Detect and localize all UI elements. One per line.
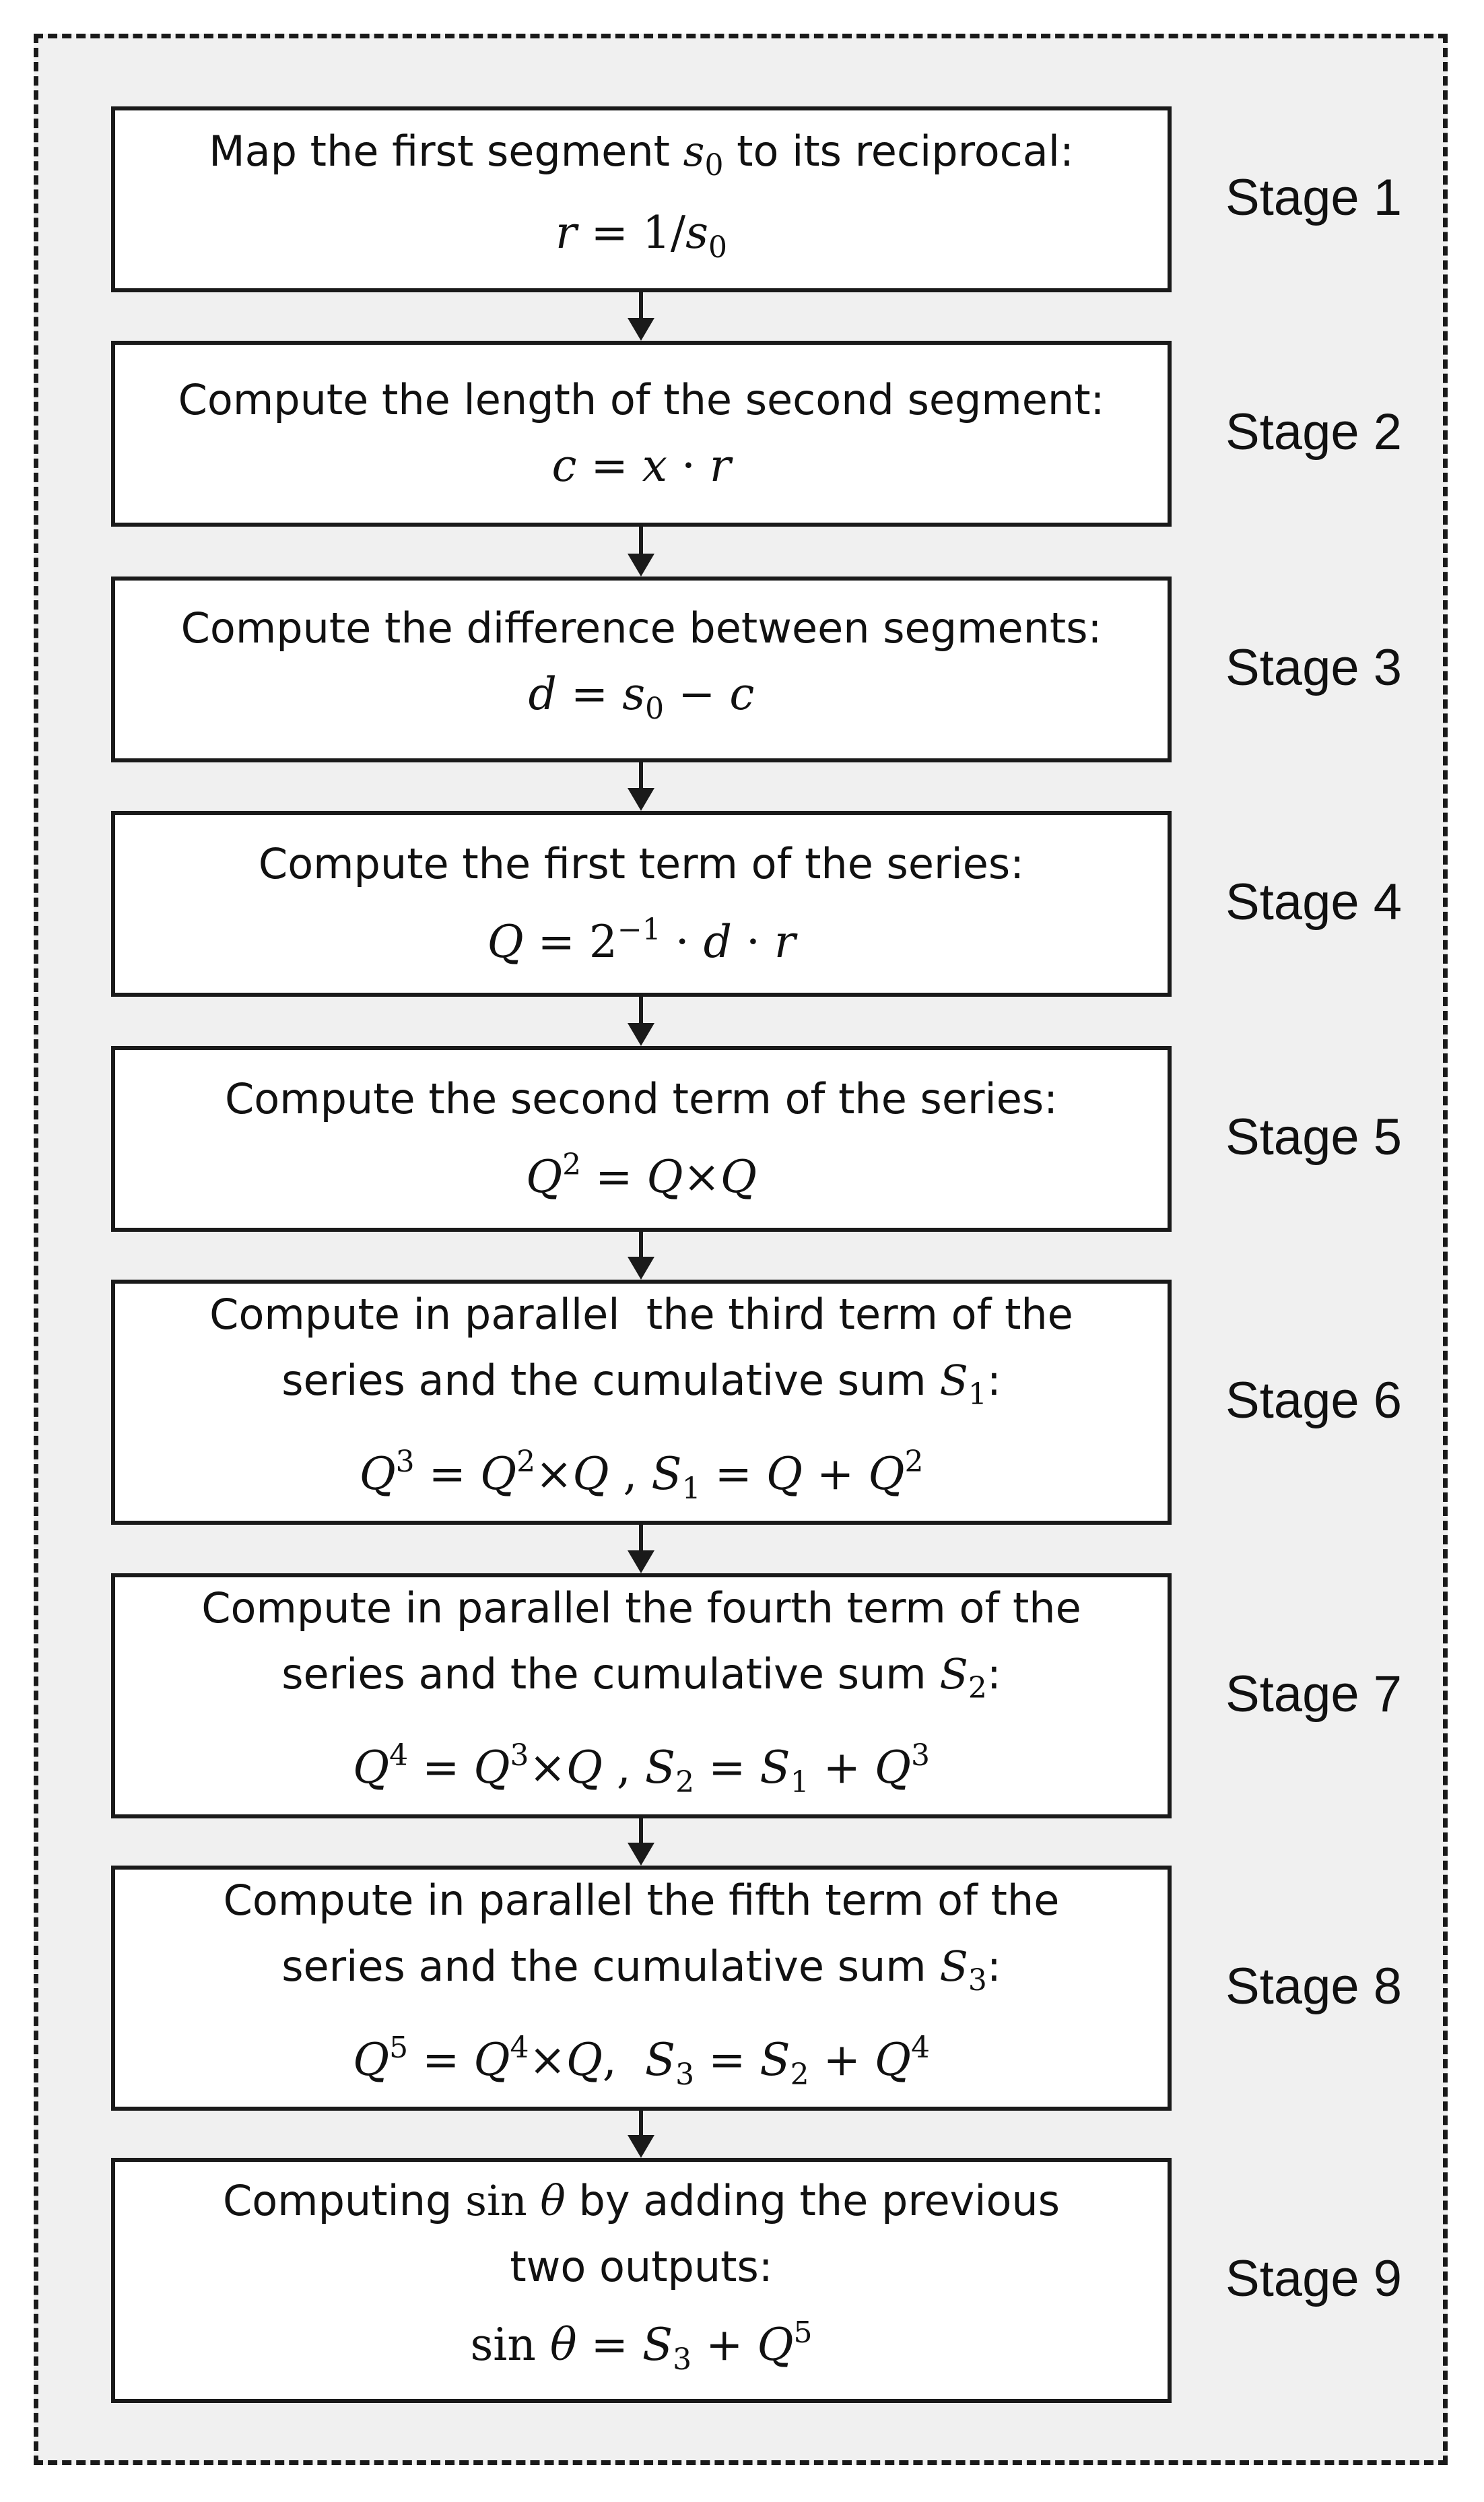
arrow-7-to-8 — [624, 1818, 658, 1866]
stage-2-formula: c = x · r — [551, 440, 731, 492]
arrow-1-to-2 — [624, 292, 658, 341]
stage-6-box: Compute in parallel the third term of th… — [111, 1280, 1172, 1525]
stage-6-description: Compute in parallel the third term of th… — [209, 1289, 1073, 1412]
stage-2-label: Stage 2 — [1225, 403, 1402, 461]
stage-7-label: Stage 7 — [1225, 1666, 1402, 1723]
stage-4-box: Compute the first term of the series: Q … — [111, 811, 1172, 997]
stage-4-label: Stage 4 — [1225, 874, 1402, 931]
stage-8-label: Stage 8 — [1225, 1958, 1402, 2015]
stage-9-formula: sin θ = S3 + Q5 — [470, 2315, 813, 2377]
arrow-4-to-5 — [624, 997, 658, 1046]
stage-1-description: Map the first segment s0 to its reciproc… — [209, 126, 1074, 183]
stage-1-label: Stage 1 — [1225, 169, 1402, 226]
stage-2-description: Compute the length of the second segment… — [178, 375, 1105, 424]
arrow-8-to-9 — [624, 2111, 658, 2158]
arrow-3-to-4 — [624, 762, 658, 811]
stage-6-formula: Q3 = Q2×Q , S1 = Q + Q2 — [359, 1444, 924, 1506]
stage-1-formula: r = 1/s0 — [555, 206, 727, 265]
arrow-5-to-6 — [624, 1232, 658, 1280]
stage-7-formula: Q4 = Q3×Q , S2 = S1 + Q3 — [353, 1738, 930, 1800]
stage-5-box: Compute the second term of the series: Q… — [111, 1046, 1172, 1232]
stage-5-label: Stage 5 — [1225, 1109, 1402, 1166]
stage-2-box: Compute the length of the second segment… — [111, 341, 1172, 527]
stage-7-box: Compute in parallel the fourth term of t… — [111, 1573, 1172, 1818]
stage-6-label: Stage 6 — [1225, 1372, 1402, 1429]
stage-5-formula: Q2 = Q×Q — [526, 1148, 757, 1203]
stage-9-label: Stage 9 — [1225, 2250, 1402, 2307]
stage-4-description: Compute the first term of the series: — [258, 839, 1025, 888]
stage-1-box: Map the first segment s0 to its reciproc… — [111, 106, 1172, 292]
stage-7-description: Compute in parallel the fourth term of t… — [201, 1583, 1081, 1705]
stage-3-box: Compute the difference between segments:… — [111, 577, 1172, 762]
stage-4-formula: Q = 2−1 · d · r — [487, 913, 796, 968]
stage-8-description: Compute in parallel the fifth term of th… — [223, 1875, 1060, 1998]
arrow-6-to-7 — [624, 1525, 658, 1573]
arrow-2-to-3 — [624, 527, 658, 577]
stage-3-formula: d = s0 − c — [528, 668, 755, 726]
stage-8-box: Compute in parallel the fifth term of th… — [111, 1866, 1172, 2111]
stage-3-description: Compute the difference between segments: — [180, 603, 1102, 653]
stage-5-description: Compute the second term of the series: — [224, 1074, 1058, 1123]
stage-8-formula: Q5 = Q4×Q, S3 = S2 + Q4 — [353, 2030, 930, 2092]
stage-3-label: Stage 3 — [1225, 639, 1402, 696]
